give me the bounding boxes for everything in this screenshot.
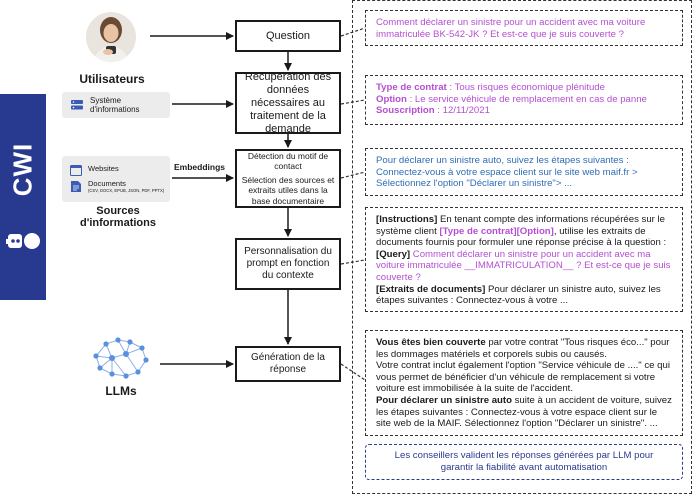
answer-panel: Vous êtes bien couverte par votre contra…	[365, 330, 683, 436]
flow-detection: Détection du motif de contact Sélection …	[235, 149, 341, 208]
user-avatar	[86, 6, 136, 68]
llms-label: LLMs	[105, 384, 137, 398]
link-retrieval-panel	[340, 99, 366, 105]
flow-personalization: Personnalisation du prompt en fonction d…	[235, 238, 341, 290]
right-column	[352, 0, 692, 494]
flow-generation: Génération de la réponse	[235, 346, 341, 382]
neural-network-icon	[92, 336, 150, 380]
link-personalization-panel	[340, 259, 366, 265]
contract-panel: Type de contrat : Tous risques économiqu…	[365, 75, 683, 125]
link-generation-panel	[340, 363, 366, 381]
document-icon	[70, 180, 82, 193]
link-question-panel	[340, 27, 366, 37]
sources-panel: Websites Documents (CSV, DOCX, EPUB, JSO…	[62, 156, 170, 202]
documents-label: Documents	[88, 179, 126, 188]
embeddings-label: Embeddings	[174, 162, 226, 172]
flow-question: Question	[235, 20, 341, 52]
robot-icon	[6, 230, 42, 252]
prompt-panel: [Instructions] En tenant compte des info…	[365, 207, 683, 312]
question-panel: Comment déclarer un sinistre pour un acc…	[365, 10, 683, 46]
sources-label: Sources d'informations	[80, 205, 156, 229]
validation-panel: Les conseillers valident les réponses gé…	[365, 444, 683, 480]
website-icon	[70, 163, 82, 176]
brand-bar: CWI	[0, 94, 46, 300]
documents-formats: (CSV, DOCX, EPUB, JSON, PDF, PPTX)	[88, 188, 165, 193]
users-label: Utilisateurs	[79, 72, 145, 86]
system-info-label: Système d'informations	[90, 96, 140, 114]
flow-retrieval: Récupération des données nécessaires au …	[235, 71, 341, 135]
link-detection-panel	[340, 171, 366, 179]
database-icon	[70, 98, 84, 112]
websites-label: Websites	[88, 164, 119, 173]
system-info-panel: Système d'informations	[62, 92, 170, 118]
snippet-panel: Pour déclarer un sinistre auto, suivez l…	[365, 148, 683, 196]
